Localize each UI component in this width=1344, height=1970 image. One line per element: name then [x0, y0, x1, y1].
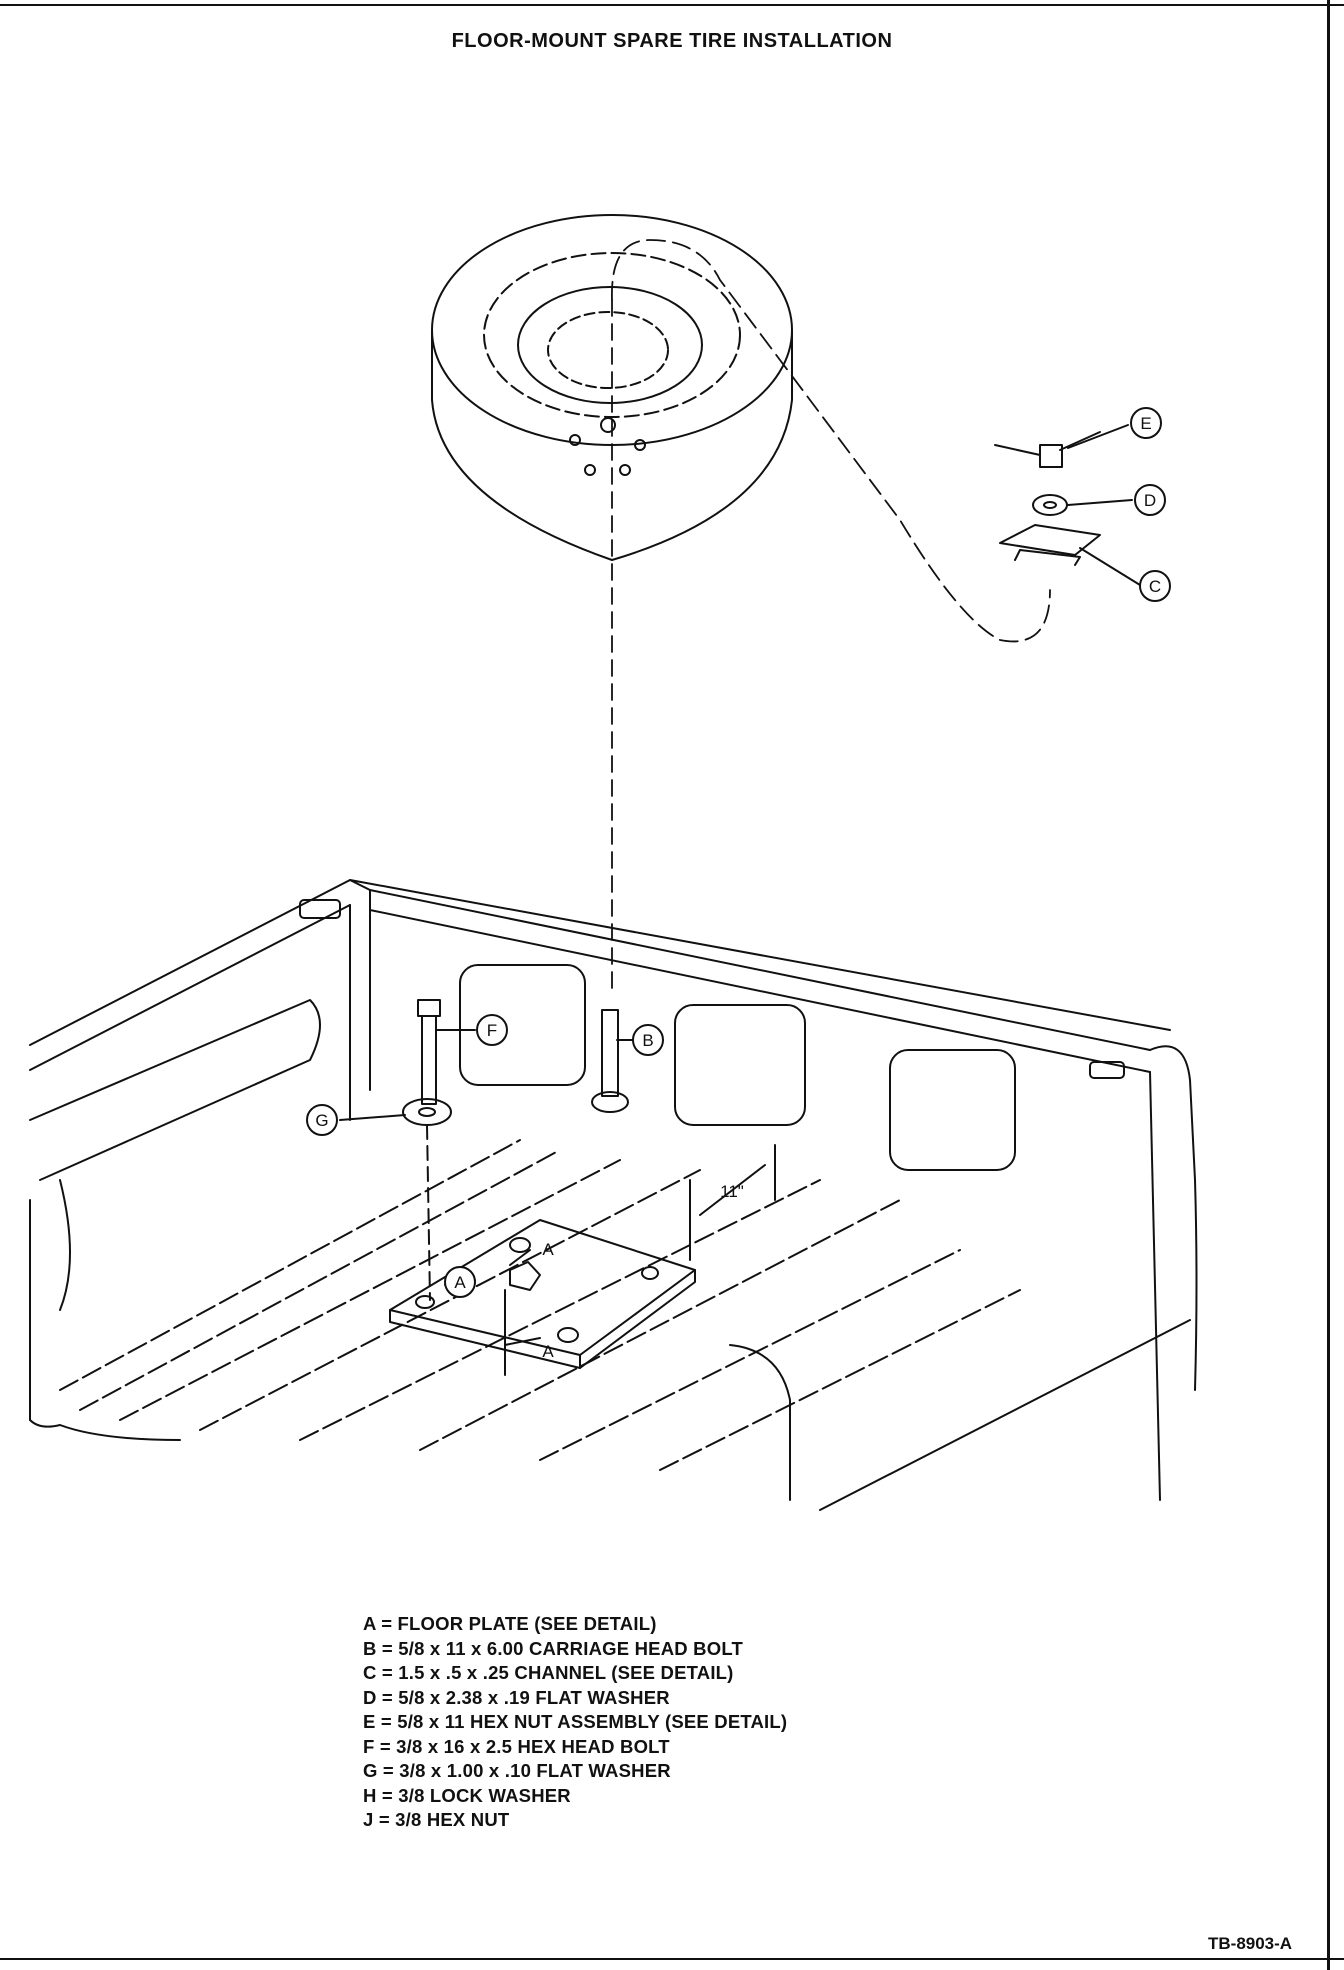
- hex-head-bolt-f: [417, 999, 441, 1105]
- callout-e-label: E: [1140, 414, 1151, 433]
- flat-washer-d: [1032, 494, 1068, 516]
- legend-item: F = 3/8 x 16 x 2.5 HEX HEAD BOLT: [363, 1735, 670, 1757]
- parts-legend: A = FLOOR PLATE (SEE DETAIL) B = 5/8 x 1…: [363, 1612, 787, 1833]
- dimension-label: 11": [720, 1182, 744, 1201]
- callout-d-label: D: [1144, 491, 1156, 510]
- callout-b-label: B: [642, 1031, 653, 1050]
- callout-f-circle: [476, 1014, 508, 1046]
- legend-item: J = 3/8 HEX NUT: [363, 1809, 510, 1830]
- hex-nut-assembly: [994, 431, 1101, 468]
- callout-d-circle: [1134, 484, 1166, 516]
- legend-item: H = 3/8 LOCK WASHER: [363, 1784, 571, 1806]
- legend-item: E = 5/8 x 11 HEX NUT ASSEMBLY (SEE DETAI…: [363, 1711, 788, 1732]
- legend-item: D = 5/8 x 2.38 x .19 FLAT WASHER: [363, 1686, 670, 1708]
- flat-washer-g: [402, 1098, 452, 1126]
- frame-top-rule: [0, 4, 1344, 6]
- legend-item: A = FLOOR PLATE (SEE DETAIL): [363, 1613, 657, 1634]
- frame-right-rule: [1327, 0, 1330, 1970]
- assembly-path-line: [611, 239, 1051, 643]
- page-title: FLOOR-MOUNT SPARE TIRE INSTALLATION: [451, 30, 893, 52]
- callout-e-circle: [1130, 407, 1162, 439]
- callout-g-label: G: [315, 1111, 328, 1130]
- section-mark-lower: A: [542, 1342, 554, 1361]
- callout-g-circle: [306, 1104, 338, 1136]
- channel-c: [999, 524, 1101, 566]
- callout-a-circle: [444, 1266, 476, 1298]
- callout-c-circle: [1139, 570, 1171, 602]
- spare-tire: [431, 214, 793, 561]
- installation-drawing: E D C F B G A A A 11": [29, 214, 1198, 1511]
- carriage-head-bolt-b: [591, 1009, 629, 1113]
- callout-b-circle: [632, 1024, 664, 1056]
- document-id: TB-8903-A: [1208, 1934, 1293, 1953]
- legend-item: C = 1.5 x .5 x .25 CHANNEL (SEE DETAIL): [363, 1662, 734, 1683]
- legend-item: G = 3/8 x 1.00 x .10 FLAT WASHER: [363, 1760, 671, 1781]
- legend-item: B = 5/8 x 11 x 6.00 CARRIAGE HEAD BOLT: [363, 1637, 743, 1659]
- floor-plate-a: [389, 1219, 696, 1369]
- callout-f-label: F: [487, 1021, 497, 1040]
- callout-a-label: A: [454, 1273, 466, 1292]
- truck-bed: [29, 879, 1198, 1511]
- section-mark-upper: A: [542, 1240, 554, 1259]
- frame-bottom-rule: [0, 1958, 1344, 1960]
- callout-c-label: C: [1149, 577, 1161, 596]
